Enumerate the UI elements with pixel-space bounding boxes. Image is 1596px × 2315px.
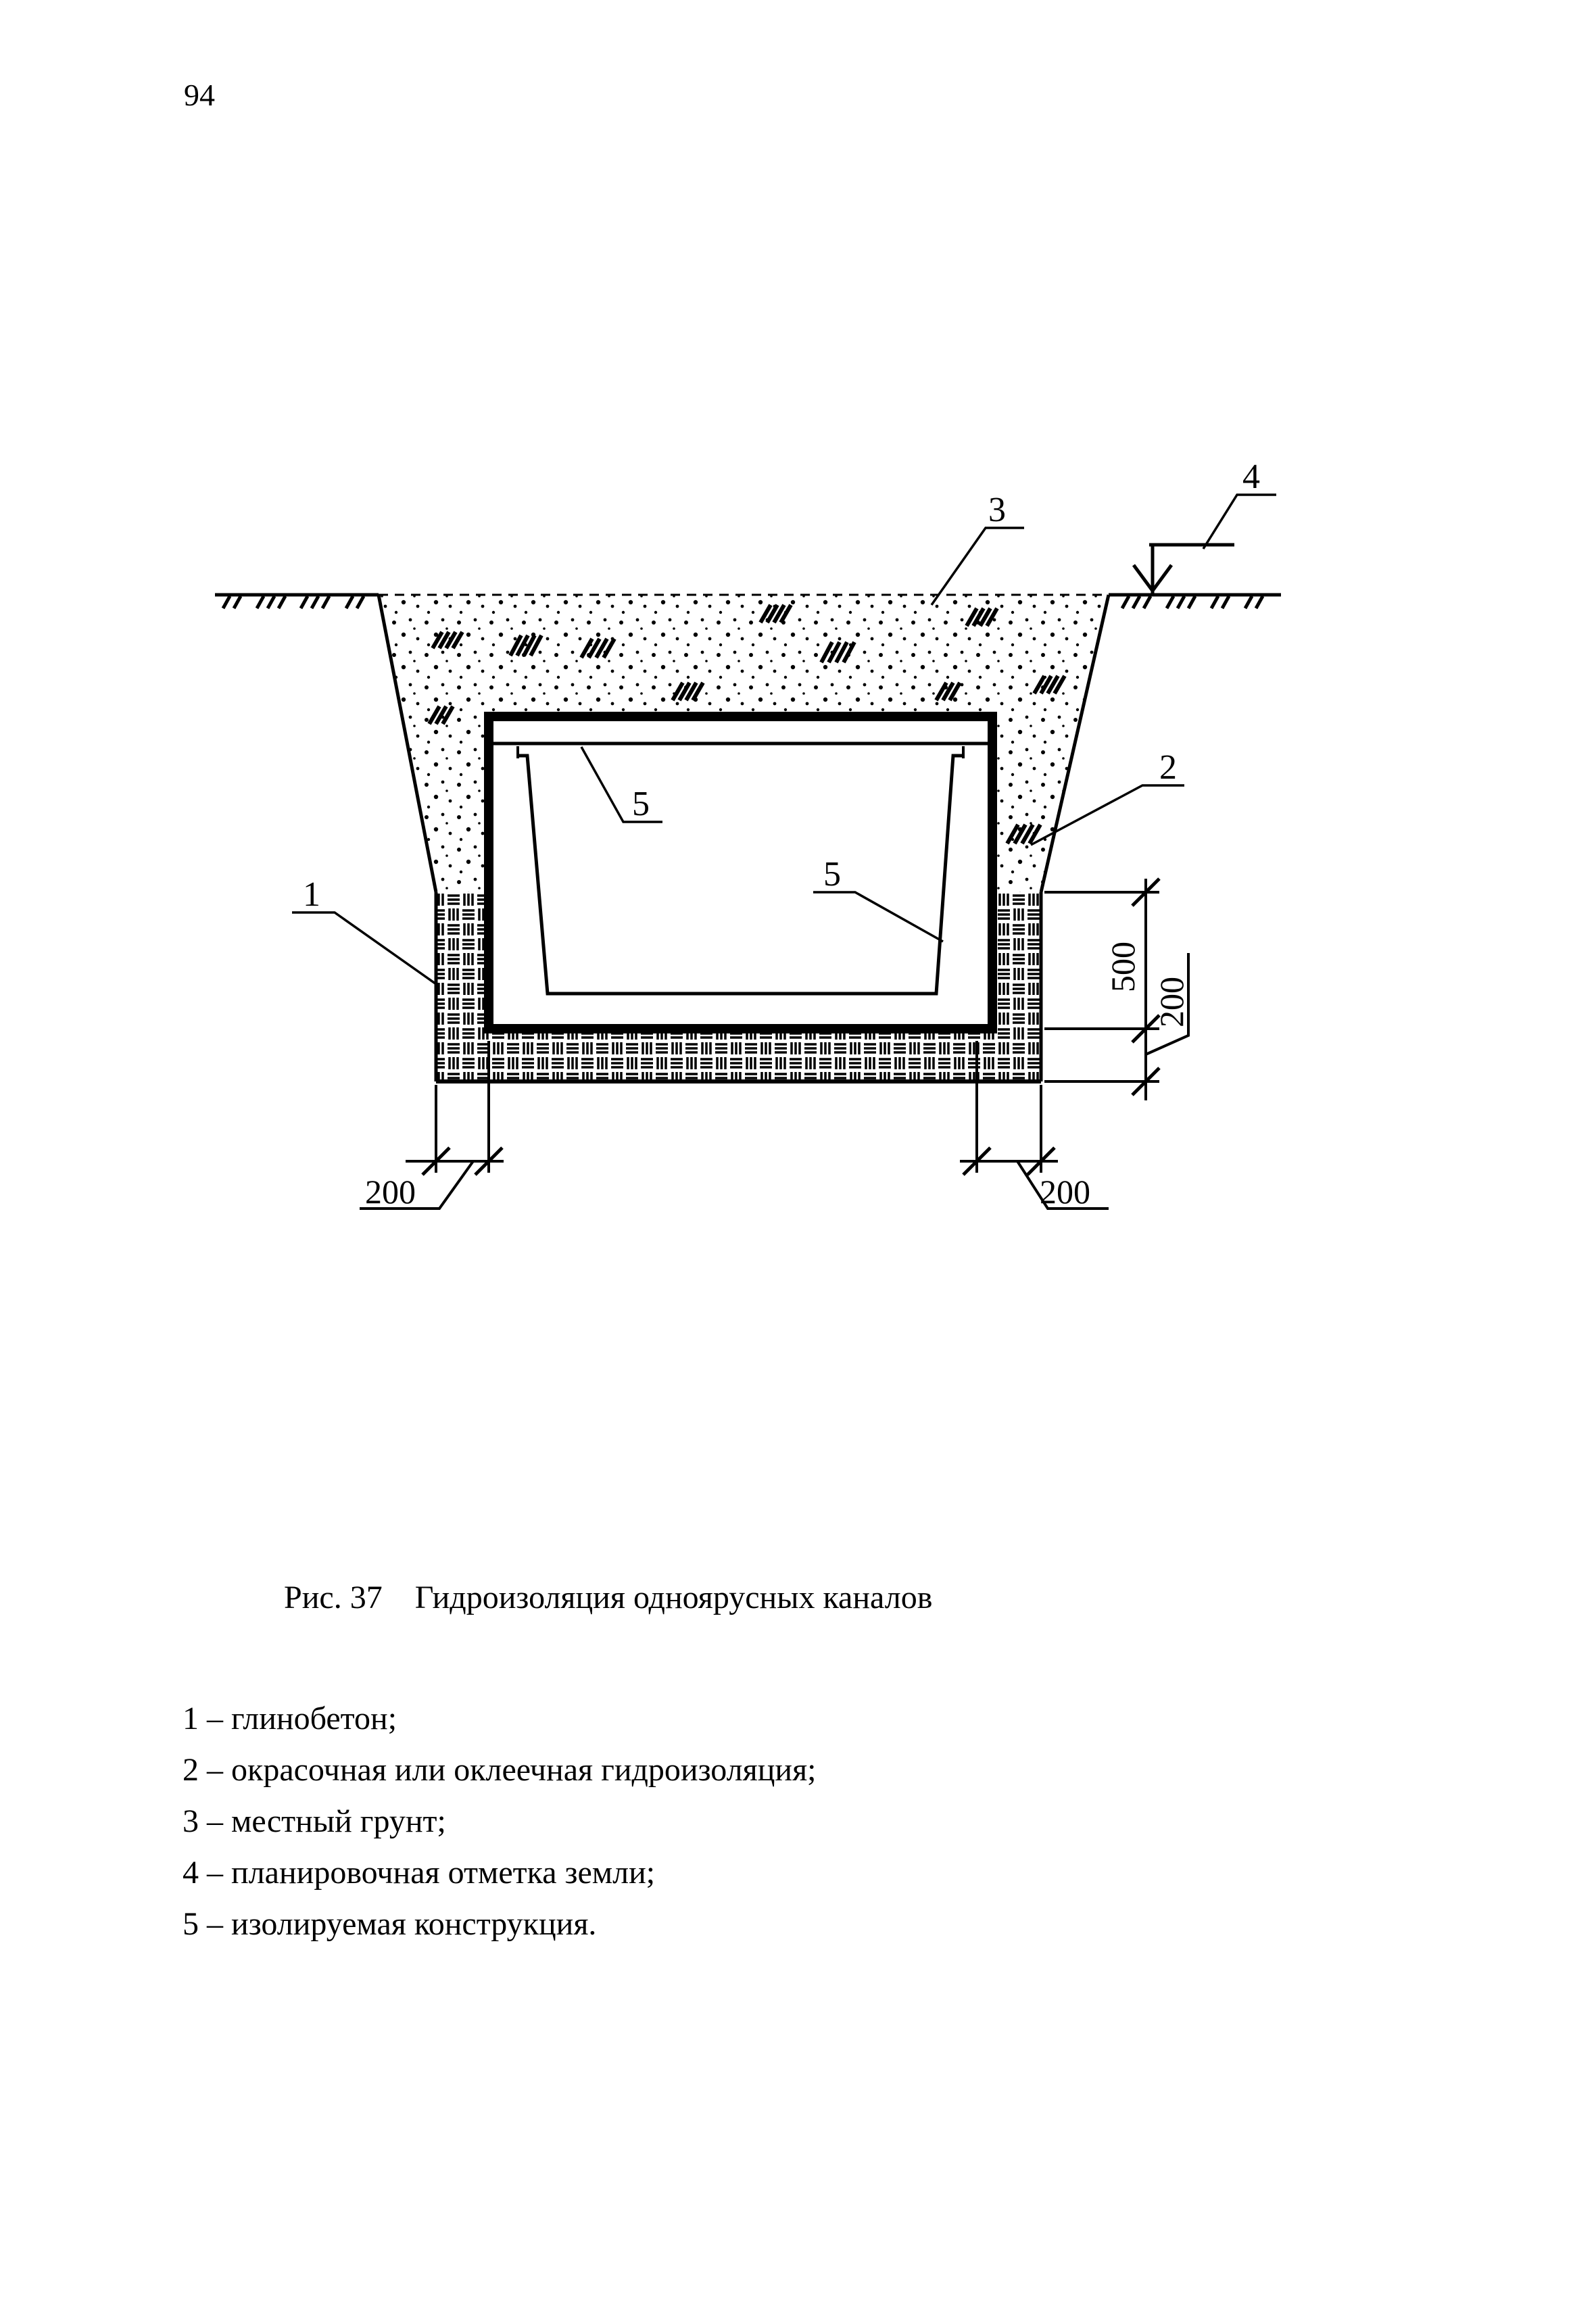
callout-leader-5-inner [813, 891, 944, 943]
page-number: 94 [184, 78, 215, 112]
legend-item-1: 1 – глинобетон; [183, 1701, 397, 1736]
figure-number: Рис. 37 [284, 1580, 383, 1615]
insulated-structure [493, 741, 988, 996]
legend-item-5: 5 – изолируемая конструкция. [183, 1906, 597, 1942]
legend-item-4: 4 – планировочная отметка земли; [183, 1855, 656, 1891]
callout-leader-2 [1030, 784, 1184, 846]
callout-number-5-inner: 5 [823, 855, 841, 894]
callout-number-3: 3 [988, 491, 1006, 529]
callout-number-1: 1 [303, 875, 320, 914]
figure-caption: Рис. 37 Гидроизоляция одноярусных каналов [284, 1579, 932, 1616]
callout-leader-5-top [580, 746, 662, 823]
waterproofing-envelope [484, 712, 997, 1033]
figure-title: Гидроизоляция одноярусных каналов [414, 1580, 933, 1615]
ground-datum-marker [1132, 543, 1234, 595]
callout-leader-4 [1202, 493, 1276, 550]
callout-number-4: 4 [1242, 458, 1260, 496]
dimension-label-left-wall: 200 [365, 1173, 416, 1211]
callout-number-5-top: 5 [632, 785, 650, 823]
callout-leader-3 [930, 527, 1024, 606]
channel-waterproofing-drawing: 1 2 3 4 5 5 200 200 500 200 [215, 458, 1281, 1211]
ground-line-left [215, 593, 379, 610]
soil-hatch-marks [427, 604, 1067, 845]
clay-concrete-layer [434, 892, 1043, 1083]
dimension-label-base-thickness: 200 [1153, 977, 1190, 1027]
dimension-left-wall [360, 1041, 504, 1210]
legend-item-3: 3 – местный грунт; [183, 1803, 446, 1839]
dimension-label-right-wall: 200 [1040, 1173, 1090, 1211]
dimension-vertical-chain [1044, 877, 1190, 1100]
dimension-right-wall [960, 1041, 1109, 1210]
callout-leader-1 [292, 911, 439, 987]
figure-legend: 1 – глинобетон; 2 – окрасочная или оклее… [183, 1693, 816, 1950]
legend-item-2: 2 – окрасочная или оклеечная гидроизоляц… [183, 1752, 817, 1788]
ground-line-right [1109, 593, 1281, 610]
callout-leaders [292, 493, 1276, 987]
callout-number-2: 2 [1159, 748, 1177, 787]
dimension-label-side-height: 500 [1104, 942, 1142, 992]
local-soil-backfill [377, 593, 1111, 893]
